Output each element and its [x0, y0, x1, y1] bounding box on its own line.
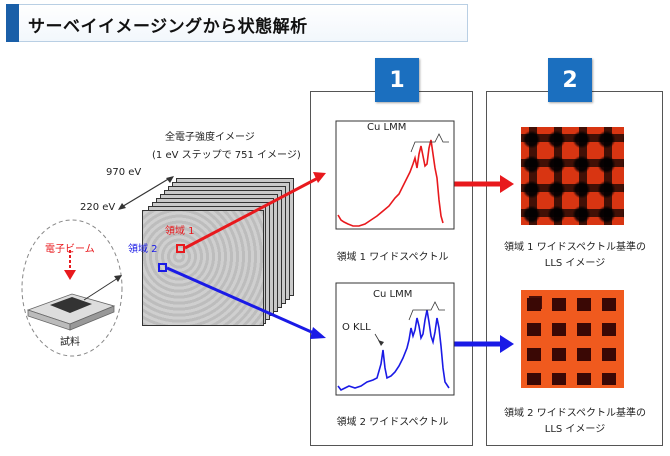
region1-marker — [176, 244, 185, 253]
region1-spectrum-plot — [335, 120, 455, 230]
electron-beam-label: 電子ビーム — [45, 244, 95, 255]
region1-label: 領域 1 — [165, 226, 195, 237]
region2-spectrum-plot — [335, 282, 455, 396]
region2-lls-caption-line1: 領域 2 ワイドスペクトル基準の — [503, 408, 647, 419]
region2-o-peak-label: O KLL — [342, 322, 371, 333]
sample-illustration — [21, 219, 123, 357]
region2-marker — [158, 263, 167, 272]
step-badge-1: 1 — [375, 58, 419, 102]
stack-caption-line1: 全電子強度イメージ — [165, 132, 255, 143]
region1-spectrum-line — [337, 139, 444, 227]
region1-spectrum-caption: 領域 1 ワイドスペクトル — [336, 252, 449, 263]
title-accent-bar — [6, 4, 19, 42]
region1-lls-caption-line2: LLS イメージ — [544, 258, 606, 269]
stack-front-image — [142, 210, 264, 326]
page-title: サーベイイメージングから状態解析 — [28, 17, 308, 37]
sample-label: 試料 — [60, 337, 80, 348]
region2-label: 領域 2 — [128, 244, 158, 255]
region2-cu-peak-label: Cu LMM — [373, 289, 413, 300]
step-badge-2: 2 — [548, 58, 592, 102]
region2-lls-image — [521, 290, 624, 388]
energy-axis-arrow — [118, 176, 174, 210]
region2-lls-caption-line2: LLS イメージ — [544, 424, 606, 435]
title-bar — [6, 4, 468, 42]
region2-spectrum-caption: 領域 2 ワイドスペクトル — [336, 417, 449, 428]
energy-low-label: 220 eV — [80, 202, 116, 213]
energy-high-label: 970 eV — [106, 167, 142, 178]
stack-caption-line2: (1 eV ステップで 751 イメージ) — [152, 150, 301, 161]
region1-lls-caption-line1: 領域 1 ワイドスペクトル基準の — [503, 242, 647, 253]
region1-lls-image — [521, 127, 624, 225]
region2-spectrum-line — [337, 309, 450, 392]
region1-peak-label: Cu LMM — [367, 122, 407, 133]
